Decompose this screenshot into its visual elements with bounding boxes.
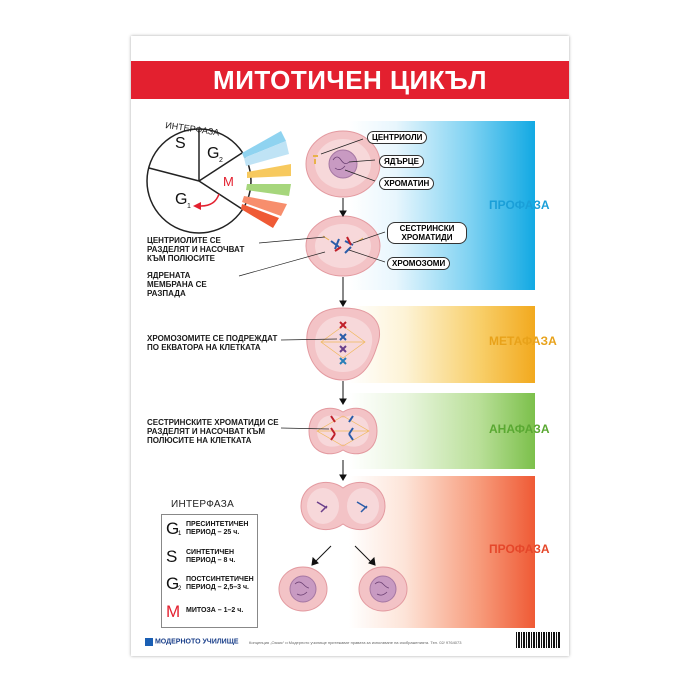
legend-text: ПОСТСИНТЕТИЧЕН ПЕРИОД – 2,5–3 ч. xyxy=(186,576,254,591)
legend-symbol: G xyxy=(166,519,180,538)
barcode-icon xyxy=(516,632,560,648)
callout-chromatin: ХРОМАТИН xyxy=(379,177,435,190)
callout-sister-chromatids: СЕСТРИНСКИ ХРОМАТИДИ xyxy=(387,222,467,244)
cycle-g1-sub: 1 xyxy=(187,203,191,210)
logo-text: МОДЕРНОТО УЧИЛИЩЕ xyxy=(154,638,239,646)
diagram-canvas: ИНТЕРФАЗА S G 2 G 1 M xyxy=(146,120,408,612)
phase-label-metaphase: МЕТАФАЗА xyxy=(489,334,557,348)
logo-mark-icon xyxy=(145,638,153,646)
annotation-chromosomes-align: ХРОМОЗОМИТЕ СЕ ПОДРЕЖДАТ ПО ЕКВАТОРА НА … xyxy=(147,334,278,352)
cell-telophase xyxy=(300,481,386,531)
phase-label-prophase2: ПРОФАЗА xyxy=(489,542,550,556)
legend-text: ПРЕСИНТЕТИЧЕН ПЕРИОД – 25 ч. xyxy=(186,521,249,536)
poster-title: МИТОТИЧЕН ЦИКЪЛ xyxy=(131,61,569,99)
publisher-logo: МОДЕРНОТО УЧИЛИЩЕ xyxy=(145,638,241,648)
copyright-text: Концепция „Оазис“ и Модерното училище пр… xyxy=(249,640,462,645)
legend-row-m: M МИТОЗА – 1–2 ч. xyxy=(162,600,257,626)
phase-label-prophase: ПРОФАЗА xyxy=(489,198,550,212)
annotation-membrane-breaks: ЯДРЕНАТА МЕМБРАНА СЕ РАЗПАДА xyxy=(147,271,207,298)
metaphase-band xyxy=(349,306,535,383)
legend-subscript: 1 xyxy=(178,531,182,537)
legend-symbol: G xyxy=(166,574,180,593)
legend-box: G 1 ПРЕСИНТЕТИЧЕН ПЕРИОД – 25 ч. S СИНТЕ… xyxy=(161,514,258,628)
legend-text: СИНТЕТИЧЕН ПЕРИОД – 8 ч. xyxy=(186,549,236,564)
annotation-chromatids-separate: СЕСТРИНСКИТЕ ХРОМАТИДИ СЕ РАЗДЕЛЯТ И НАС… xyxy=(147,418,279,445)
poster: МИТОТИЧЕН ЦИКЪЛ ИНТЕРФАЗА S G 2 G 1 M xyxy=(131,36,569,656)
cell-cycle-wheel xyxy=(146,128,291,234)
daughter-cell-left xyxy=(278,566,328,612)
callout-chromosomes: ХРОМОЗОМИ xyxy=(387,257,451,270)
cell-metaphase xyxy=(306,307,381,381)
legend-title: ИНТЕРФАЗА xyxy=(171,499,235,510)
cycle-m-label: M xyxy=(223,174,234,189)
annotation-centrioles-separate: ЦЕНТРИОЛИТЕ СЕ РАЗДЕЛЯТ И НАСОЧВАТ КЪМ П… xyxy=(147,236,245,263)
cell-prophase-late xyxy=(305,215,381,277)
cycle-s-label: S xyxy=(175,135,186,152)
cycle-g2-sub: 2 xyxy=(219,157,223,164)
cycle-g2-label: G xyxy=(207,145,219,162)
phase-label-anaphase: АНАФАЗА xyxy=(489,422,550,436)
leader-lines xyxy=(238,138,386,430)
anaphase-band xyxy=(349,393,535,469)
legend-symbol: M xyxy=(166,602,181,621)
legend-row-s: S СИНТЕТИЧЕН ПЕРИОД – 8 ч. xyxy=(162,545,257,571)
daughter-cell-right xyxy=(358,566,408,612)
legend-subscript: 2 xyxy=(178,586,182,592)
legend-row-g1: G 1 ПРЕСИНТЕТИЧЕН ПЕРИОД – 25 ч. xyxy=(162,517,257,543)
legend-symbol: S xyxy=(166,547,178,566)
callout-centrioles: ЦЕНТРИОЛИ xyxy=(367,131,428,144)
cell-anaphase xyxy=(308,407,378,455)
legend-row-g2: G 2 ПОСТСИНТЕТИЧЕН ПЕРИОД – 2,5–3 ч. xyxy=(162,572,257,598)
callout-nucleolus: ЯДЪРЦЕ xyxy=(379,155,424,168)
stage-arrows xyxy=(311,198,376,566)
legend-text: МИТОЗА – 1–2 ч. xyxy=(186,607,244,614)
cycle-g1-label: G xyxy=(175,191,187,208)
